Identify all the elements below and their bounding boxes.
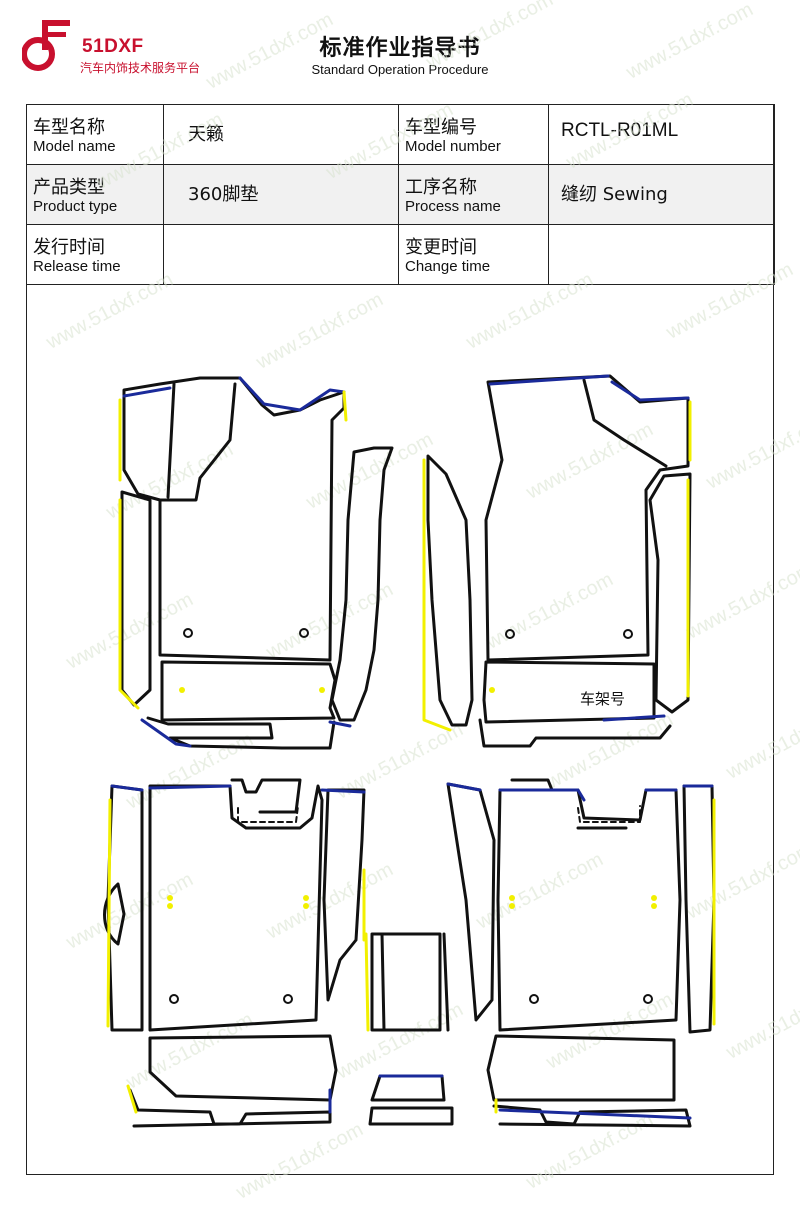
pattern-piece	[160, 660, 337, 722]
process-name-label-zh: 工序名称	[405, 177, 477, 198]
change-time-value-cell	[548, 224, 775, 285]
release-time-value-cell	[163, 224, 399, 285]
pattern-piece	[482, 660, 656, 724]
pattern-piece	[496, 788, 682, 1032]
logo-tagline: 汽车内饰技术服务平台	[80, 61, 201, 75]
info-table: 车型名称 Model name 天籁 车型编号 Model number RCT…	[26, 104, 775, 285]
pattern-piece	[446, 782, 496, 1022]
pattern-piece	[230, 778, 302, 814]
pattern-piece	[106, 784, 144, 1032]
model-name-label-cell: 车型名称 Model name	[26, 104, 164, 165]
page-subtitle: Standard Operation Procedure	[311, 62, 489, 77]
pattern-piece	[148, 1034, 338, 1102]
model-number-value-cell: RCTL-R01ML	[548, 104, 775, 165]
pattern-piece	[510, 778, 628, 830]
document-frame	[26, 104, 774, 1175]
pattern-piece	[120, 490, 152, 707]
product-type-value: 360脚垫	[188, 184, 259, 205]
pattern-piece	[486, 1034, 676, 1102]
change-time-label-cell: 变更时间 Change time	[398, 224, 549, 285]
release-time-label-zh: 发行时间	[33, 237, 105, 258]
pattern-piece	[330, 446, 394, 722]
pattern-piece	[122, 376, 346, 662]
model-number-value: RCTL-R01ML	[561, 120, 679, 141]
model-number-label-zh: 车型编号	[405, 117, 477, 138]
process-name-label-cell: 工序名称 Process name	[398, 164, 549, 225]
release-time-label-cell: 发行时间 Release time	[26, 224, 164, 285]
pattern-piece	[166, 382, 176, 499]
pattern-piece	[368, 1106, 454, 1126]
pattern-piece	[380, 932, 450, 1032]
pattern-piece	[370, 1074, 446, 1102]
pattern-piece	[370, 932, 442, 1032]
table-row: 车型名称 Model name 天籁 车型编号 Model number RCT…	[26, 104, 775, 165]
release-time-label-en: Release time	[33, 258, 121, 275]
model-number-label-en: Model number	[405, 138, 501, 155]
logo-mark-icon	[22, 20, 70, 71]
table-row: 发行时间 Release time 变更时间 Change time	[26, 224, 775, 285]
pattern-piece	[682, 784, 716, 1034]
product-type-label-zh: 产品类型	[33, 177, 105, 198]
pattern-piece	[158, 382, 237, 502]
table-row: 产品类型 Product type 360脚垫 工序名称 Process nam…	[26, 164, 775, 225]
logo: 51DXF 汽车内饰技术服务平台	[22, 18, 242, 78]
product-type-value-cell: 360脚垫	[163, 164, 399, 225]
pattern-piece	[128, 1088, 332, 1128]
product-type-label-cell: 产品类型 Product type	[26, 164, 164, 225]
vin-annotation: 车架号	[580, 690, 625, 708]
process-name-value: 缝纫 Sewing	[561, 184, 668, 205]
pattern-piece	[582, 378, 668, 468]
model-number-label-cell: 车型编号 Model number	[398, 104, 549, 165]
pattern-piece	[426, 454, 474, 727]
floor-mat-pattern-drawing: 车架号	[103, 374, 716, 1128]
pattern-piece	[322, 788, 366, 1002]
model-name-label-en: Model name	[33, 138, 116, 155]
pattern-piece	[148, 784, 324, 1032]
product-type-label-en: Product type	[33, 198, 118, 215]
model-name-value: 天籁	[188, 124, 224, 145]
change-time-label-en: Change time	[405, 258, 491, 275]
pattern-piece	[478, 718, 672, 748]
model-name-label-zh: 车型名称	[33, 117, 105, 138]
page-title: 标准作业指导书	[319, 36, 481, 61]
pattern-piece	[103, 882, 126, 946]
change-time-label-zh: 变更时间	[405, 237, 477, 258]
logo-brand: 51DXF	[82, 36, 144, 57]
process-name-value-cell: 缝纫 Sewing	[548, 164, 775, 225]
pattern-piece	[648, 472, 692, 714]
process-name-label-en: Process name	[405, 198, 501, 215]
